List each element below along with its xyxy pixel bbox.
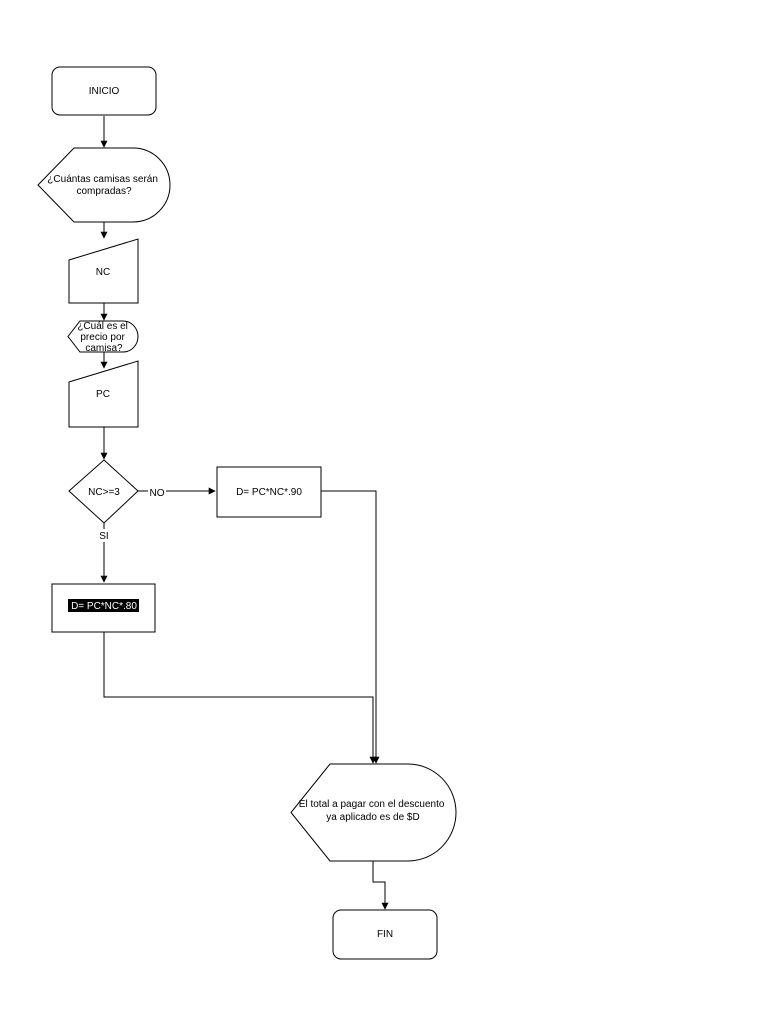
process-discount-80-highlight [68,599,139,612]
display-ask-count: ¿Cuántas camisas serán compradas? [37,147,171,223]
input-nc: NC [68,238,139,304]
input-pc-label: PC [96,389,110,400]
decision-label: NC>=3 [88,487,120,498]
process-discount-90-label: D= PC*NC*.90 [236,487,302,498]
process-discount-80: D= PC*NC*.80 [51,583,156,633]
edge-calc-no-to-output [321,490,380,764]
edge-calc-yes-to-output [103,632,377,764]
process-discount-90: D= PC*NC*.90 [216,466,322,518]
decision-node: NC>=3 [68,459,139,524]
start-label: INICIO [89,86,120,97]
display-ask-price: ¿Cuál es el precio por camisa? [67,320,139,354]
edge-no-label-bg [148,486,166,498]
output-label: El total a pagar con el descuento ya apl… [299,799,447,823]
edge-yes-label: SI [99,531,108,542]
end-label: FIN [377,929,393,940]
ask-price-label: ¿Cuál es el precio por camisa? [77,321,130,354]
edge-output-to-end [372,861,389,910]
input-nc-label: NC [96,267,110,278]
display-output: El total a pagar con el descuento ya apl… [290,763,457,862]
edge-yes-label-bg [97,529,112,542]
ask-count-label: ¿Cuántas camisas serán compradas? [47,174,160,197]
start-node: INICIO [51,66,157,116]
end-node: FIN [332,909,438,960]
process-discount-80-label: D= PC*NC*.80 [71,601,137,612]
input-pc: PC [68,360,139,428]
edge-no-label: NO [150,488,165,499]
